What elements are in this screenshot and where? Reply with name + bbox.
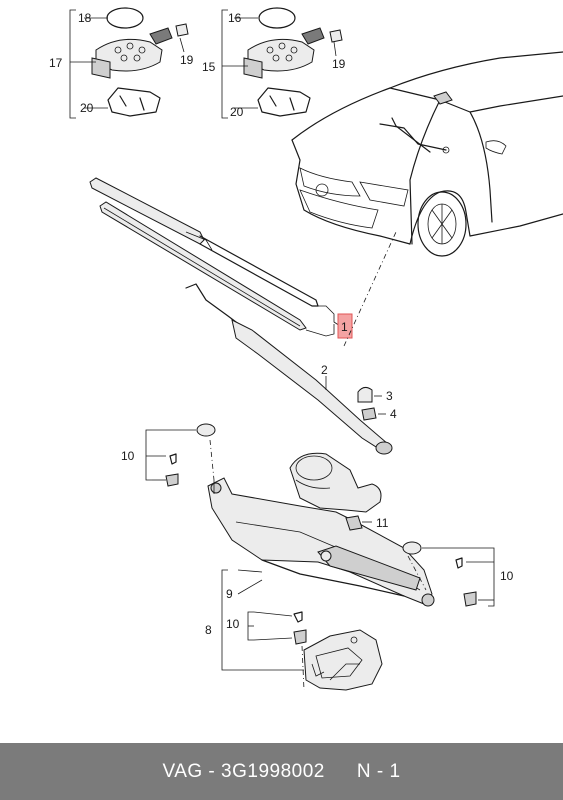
callout-10-bottom: 10 bbox=[226, 617, 240, 631]
vehicle-front-view bbox=[291, 51, 563, 257]
callout-19-left: 19 bbox=[180, 53, 194, 67]
callout-11: 11 bbox=[376, 516, 389, 530]
wiper-arm: 2 bbox=[185, 283, 393, 455]
part-number-label: VAG - 3G1998002 bbox=[162, 760, 325, 782]
bracket-20-right bbox=[257, 87, 311, 117]
connector-19-left bbox=[175, 23, 189, 37]
callout-19-right: 19 bbox=[332, 57, 346, 71]
cap-3 bbox=[357, 386, 373, 403]
rain-sensor-group-right: 16 15 19 20 bbox=[202, 7, 346, 119]
wiper-blade-lower bbox=[99, 201, 307, 331]
mounting-bracket bbox=[303, 629, 383, 691]
callout-4: 4 bbox=[390, 407, 397, 421]
callout-20-right: 20 bbox=[230, 105, 244, 119]
seal-ring-18 bbox=[106, 7, 144, 29]
parts-diagram: 18 17 19 20 16 15 19 20 bbox=[49, 7, 563, 691]
callout-10-left: 10 bbox=[121, 449, 135, 463]
callout-15: 15 bbox=[202, 60, 216, 74]
callout-3: 3 bbox=[386, 389, 393, 403]
callout-16: 16 bbox=[228, 11, 242, 25]
wiper-motor bbox=[289, 452, 382, 513]
callout-1: 1 bbox=[341, 320, 348, 334]
wiper-linkage: 10 11 10 9 8 bbox=[121, 423, 514, 671]
callout-20-left: 20 bbox=[80, 101, 94, 115]
callout-2: 2 bbox=[321, 363, 328, 377]
sensor-housing-right bbox=[247, 38, 315, 72]
wiper-blade-assembly: 1 bbox=[89, 177, 353, 339]
callout-10-right: 10 bbox=[500, 569, 514, 583]
seal-ring-16 bbox=[258, 7, 296, 29]
nut-4 bbox=[361, 407, 377, 421]
callout-8: 8 bbox=[205, 623, 212, 637]
reference-line bbox=[343, 231, 397, 347]
quantity-label: N - 1 bbox=[356, 760, 401, 782]
rain-sensor-group-left: 18 17 19 20 bbox=[49, 7, 194, 119]
bracket-20-left bbox=[107, 87, 161, 117]
callout-18: 18 bbox=[78, 11, 92, 25]
mounting-bracket-group: 10 bbox=[226, 611, 383, 691]
cap-and-nut: 3 4 bbox=[357, 386, 397, 421]
sensor-housing-left bbox=[95, 38, 163, 72]
callout-1-highlight bbox=[337, 313, 353, 339]
callout-17: 17 bbox=[49, 56, 63, 70]
connector-19-right bbox=[329, 29, 343, 43]
part-number-footer: VAG - 3G1998002 N - 1 bbox=[0, 743, 563, 800]
wiper-blade-upper bbox=[89, 177, 205, 245]
callout-9: 9 bbox=[226, 587, 233, 601]
